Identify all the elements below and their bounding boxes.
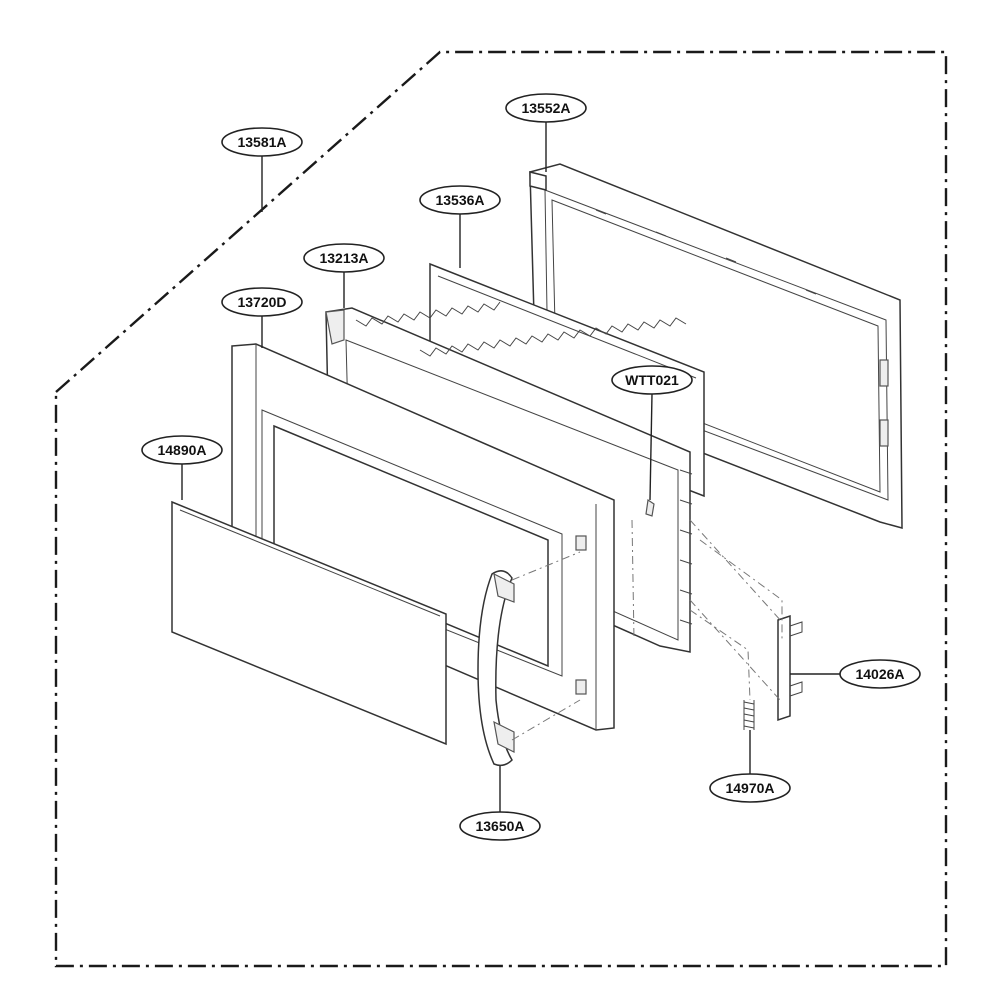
front-panel-part [171,500,447,746]
callout-13650a[interactable]: 13650A [459,811,541,841]
callout-13536a[interactable]: 13536A [419,185,501,215]
latch-spring-part [743,700,755,730]
callout-13720d-text: 13720D [237,294,286,310]
callout-13213a[interactable]: 13213A [303,243,385,273]
callout-13552a[interactable]: 13552A [505,93,587,123]
assembly-boundary-outline [54,50,948,968]
assembly-guide-lines [511,519,783,741]
callout-14890a[interactable]: 14890A [141,435,223,465]
screw-part [645,498,655,517]
callout-13552a-text: 13552A [521,100,570,116]
callout-14970a[interactable]: 14970A [709,773,791,803]
callout-wtt021-text: WTT021 [625,372,679,388]
callout-14890a-text: 14890A [157,442,206,458]
callout-wtt021[interactable]: WTT021 [611,365,693,395]
callout-14026a-text: 14026A [855,666,904,682]
callout-14026a[interactable]: 14026A [839,659,921,689]
callout-13720d[interactable]: 13720D [221,287,303,317]
door-handle-part [477,570,515,767]
callout-13581a-text: 13581A [237,134,286,150]
callout-13581a[interactable]: 13581A [221,127,303,157]
callout-13213a-text: 13213A [319,250,368,266]
callout-13536a-text: 13536A [435,192,484,208]
callout-14970a-text: 14970A [725,780,774,796]
leader-lines [181,122,842,812]
latch-hook-part [777,614,803,722]
callout-13650a-text: 13650A [475,818,524,834]
